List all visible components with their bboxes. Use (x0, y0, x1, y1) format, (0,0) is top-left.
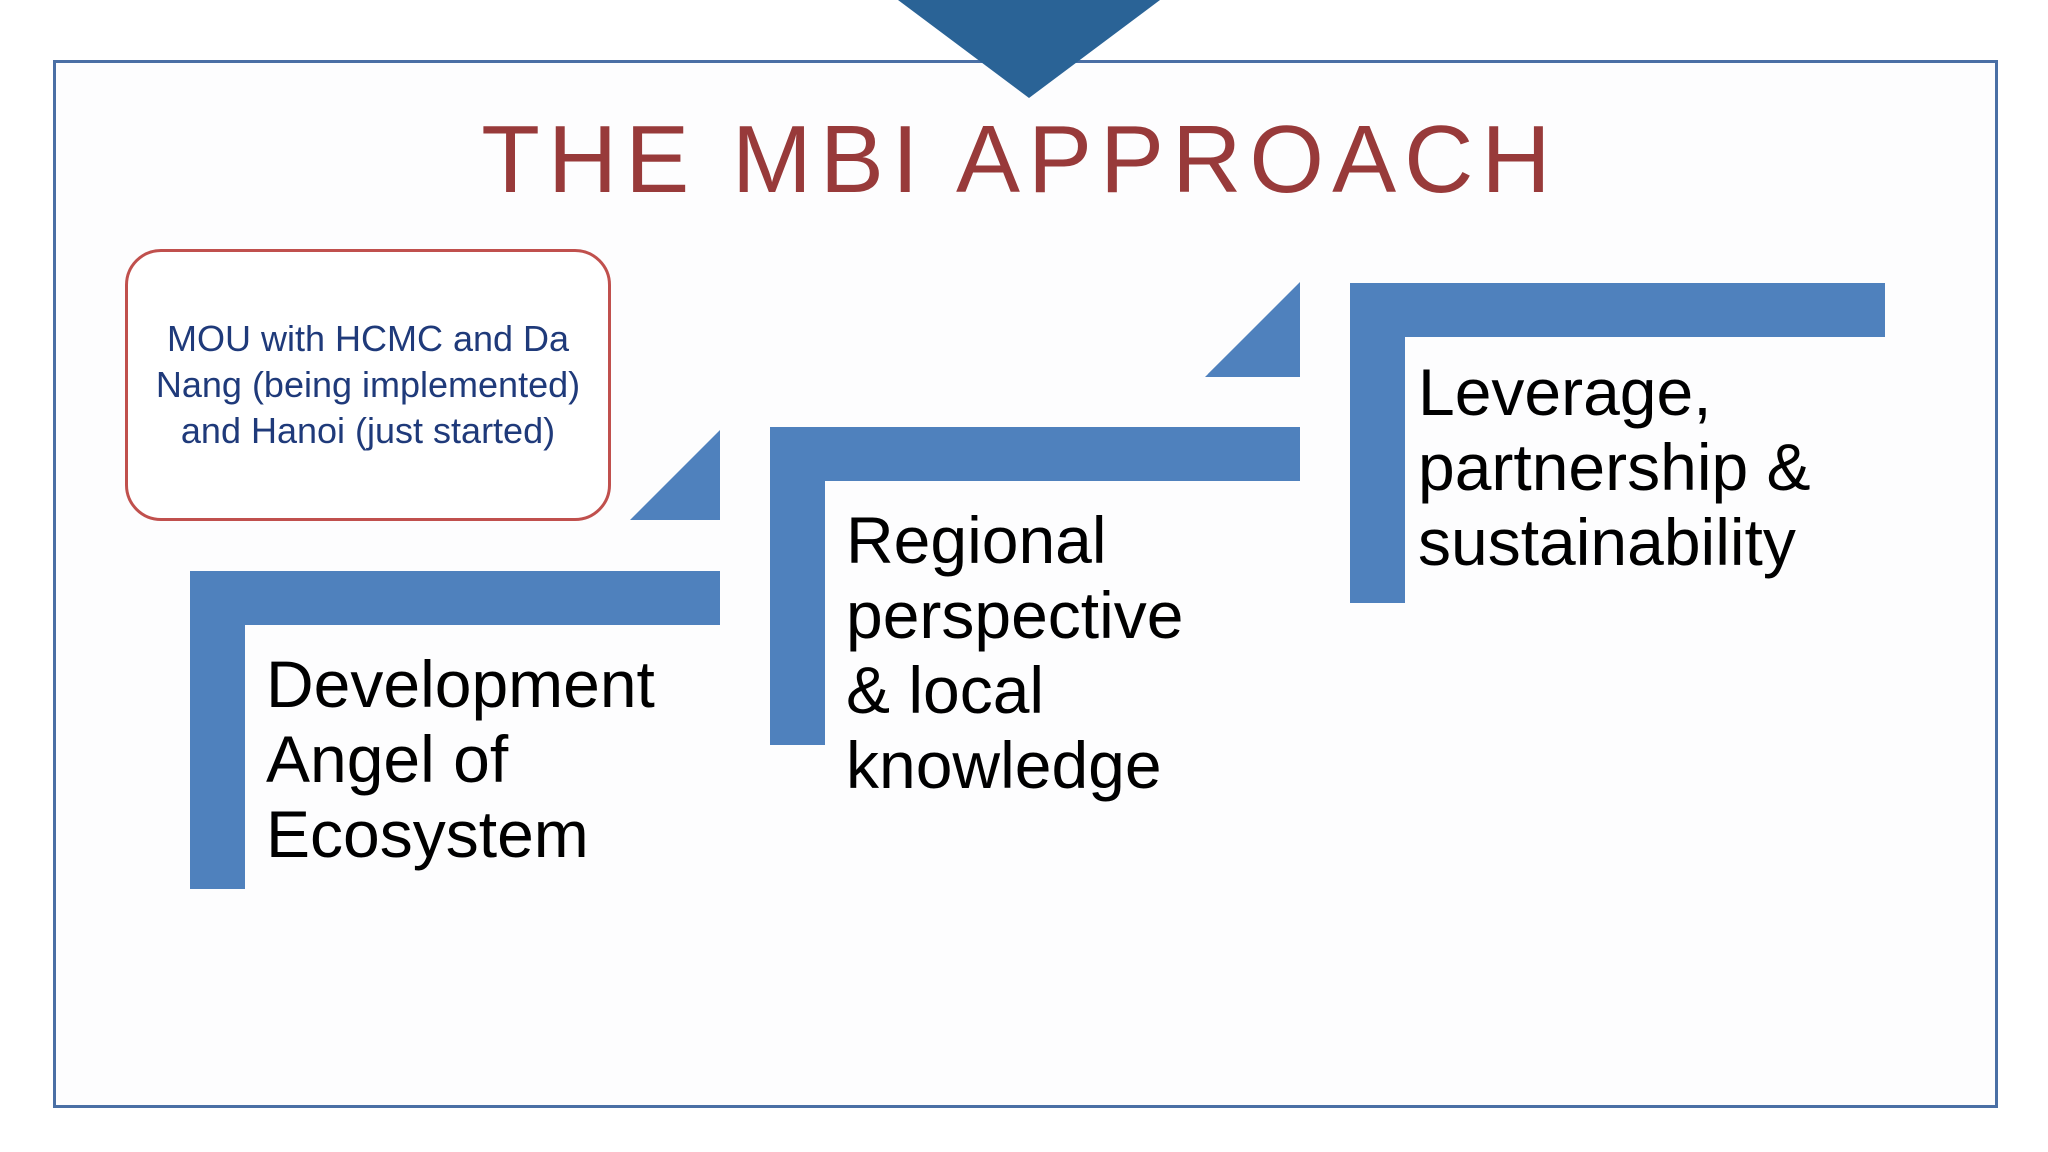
step-1-label-line: Development (266, 647, 655, 721)
step-3-label-line: Leverage, (1418, 355, 1712, 429)
step-2-label-line: Regional (846, 503, 1107, 577)
step-1-top-bar (190, 571, 720, 625)
step-1-label-line: Angel of (266, 722, 509, 796)
step-3-shape (1205, 283, 1885, 603)
step-2-top-bar (770, 427, 1300, 481)
step-3-left-bar (1350, 283, 1405, 603)
step-1-shape (190, 430, 720, 889)
step-2-label-line: & local (846, 653, 1045, 727)
step-3-label-line: partnership & (1418, 430, 1811, 504)
step-2-label: Regional perspective & local knowledge (846, 503, 1184, 803)
step-3-top-bar (1350, 283, 1885, 337)
step-3-label-line: sustainability (1418, 505, 1796, 579)
step-3-label: Leverage, partnership & sustainability (1418, 355, 1811, 580)
step-1-label: Development Angel of Ecosystem (266, 647, 655, 872)
step-2-left-bar (770, 427, 825, 745)
step-2-label-line: knowledge (846, 728, 1162, 802)
mou-callout: MOU with HCMC and Da Nang (being impleme… (125, 249, 611, 521)
callout-text: MOU with HCMC and Da Nang (being impleme… (155, 318, 581, 451)
step-2-label-line: perspective (846, 578, 1184, 652)
step-1-left-bar (190, 571, 245, 889)
chevron-down-icon (898, 0, 1160, 98)
slide-title: THE MBI APPROACH (481, 106, 1559, 213)
step-1-arrow-triangle (630, 430, 720, 520)
step-1-label-line: Ecosystem (266, 797, 589, 871)
step-3-arrow-triangle (1205, 283, 1300, 377)
